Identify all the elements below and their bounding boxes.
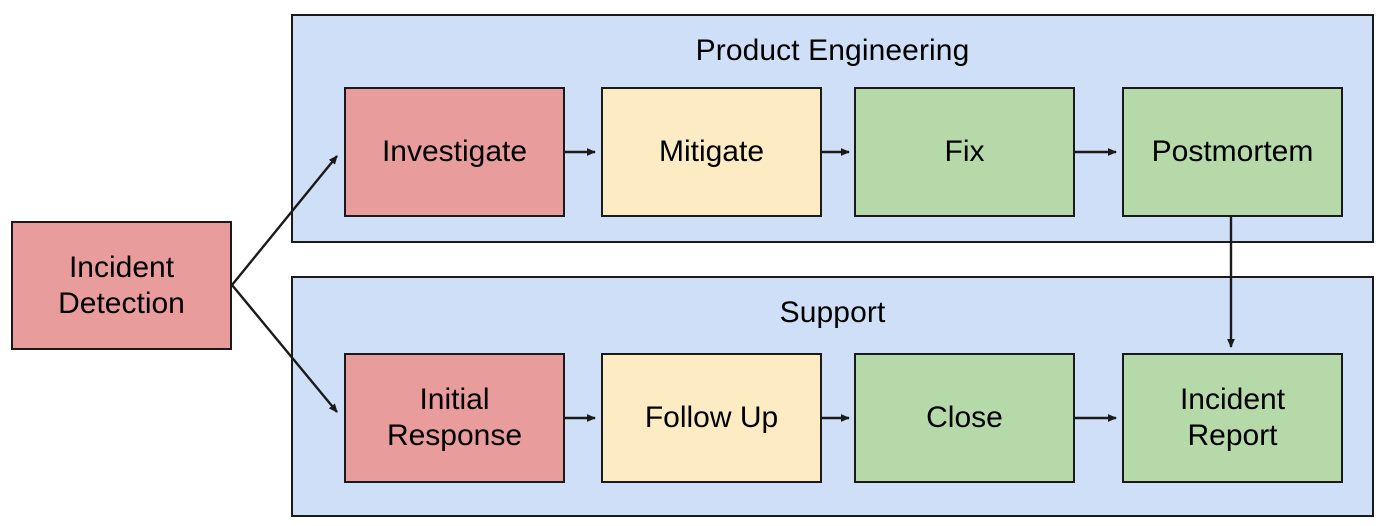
node-incident-detection[interactable]: Incident Detection [11, 221, 232, 350]
node-label-incident-detection: Incident Detection [58, 250, 185, 320]
node-label-postmortem: Postmortem [1151, 135, 1314, 168]
node-incident-report[interactable]: Incident Report [1122, 353, 1343, 483]
node-initial-response[interactable]: Initial Response [344, 353, 565, 483]
node-label-incident-report: Incident Report [1179, 383, 1286, 452]
node-label-investigate: Investigate [381, 135, 528, 168]
node-close[interactable]: Close [854, 353, 1075, 483]
node-label-fix: Fix [944, 135, 985, 168]
swimlane-title-support: Support [779, 296, 886, 329]
node-postmortem[interactable]: Postmortem [1122, 87, 1343, 217]
node-label-initial-response: Initial Response [386, 383, 523, 452]
node-label-follow-up: Follow Up [644, 401, 779, 434]
node-follow-up[interactable]: Follow Up [601, 353, 822, 483]
node-fix[interactable]: Fix [854, 87, 1075, 217]
node-investigate[interactable]: Investigate [344, 87, 565, 217]
node-label-mitigate: Mitigate [658, 135, 765, 168]
node-label-close: Close [926, 401, 1003, 434]
node-mitigate[interactable]: Mitigate [601, 87, 822, 217]
swimlane-title-product-engineering: Product Engineering [695, 34, 970, 67]
